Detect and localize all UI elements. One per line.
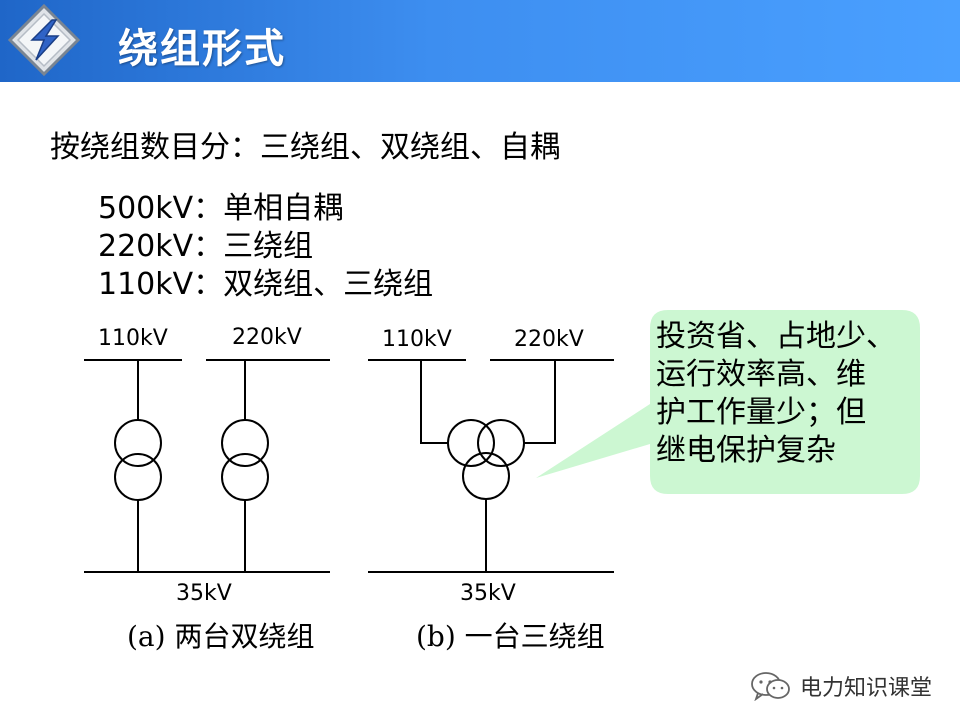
- footer-watermark: 电力知识课堂: [750, 670, 932, 702]
- caption-b: (b) 一台三绕组: [416, 620, 605, 653]
- callout-line: 继电保护复杂: [656, 433, 836, 468]
- wechat-icon: [751, 672, 790, 701]
- transformer-b-winding-2: [477, 419, 525, 467]
- label-b-35kv: 35kV: [460, 581, 516, 606]
- transformer-b-winding-1: [447, 419, 495, 467]
- slide-header: 绕组形式: [0, 0, 960, 82]
- callout-text: 投资省、占地少、 运行效率高、维 护工作量少；但 继电保护复杂: [656, 318, 918, 470]
- callout-line: 投资省、占地少、: [656, 319, 896, 354]
- transformer-a2-winding-1: [221, 419, 269, 467]
- voltage-line-220kv: 220kV：三绕组: [98, 229, 314, 264]
- voltage-line-500kv: 500kV：单相自耦: [98, 191, 344, 226]
- callout-line: 护工作量少；但: [656, 395, 866, 430]
- transformer-a2-winding-2: [221, 453, 269, 501]
- callout-line: 运行效率高、维: [656, 357, 866, 392]
- label-b-220kv: 220kV: [514, 327, 584, 352]
- transformer-a1-winding-2: [114, 453, 162, 501]
- label-a-220kv: 220kV: [232, 325, 302, 350]
- lightning-logo-icon: [7, 3, 81, 77]
- transformer-a1-winding-1: [114, 419, 162, 467]
- winding-count-text: 按绕组数目分：三绕组、双绕组、自耦: [50, 130, 560, 165]
- label-a-110kv: 110kV: [98, 326, 168, 351]
- label-a-35kv: 35kV: [176, 581, 232, 606]
- diagram-a: [84, 359, 330, 573]
- label-b-110kv: 110kV: [382, 327, 452, 352]
- caption-a: (a) 两台双绕组: [127, 620, 315, 653]
- feeder-b-110kv: [420, 360, 448, 444]
- feeder-b-220kv: [524, 360, 556, 444]
- voltage-list: 500kV：单相自耦 220kV：三绕组 110kV：双绕组、三绕组: [98, 190, 433, 304]
- diagram-b: [368, 359, 614, 573]
- watermark-text: 电力知识课堂: [799, 676, 932, 701]
- callout-bubble: [536, 310, 920, 494]
- voltage-line-110kv: 110kV：双绕组、三绕组: [98, 267, 434, 302]
- slide-title: 绕组形式: [118, 26, 286, 72]
